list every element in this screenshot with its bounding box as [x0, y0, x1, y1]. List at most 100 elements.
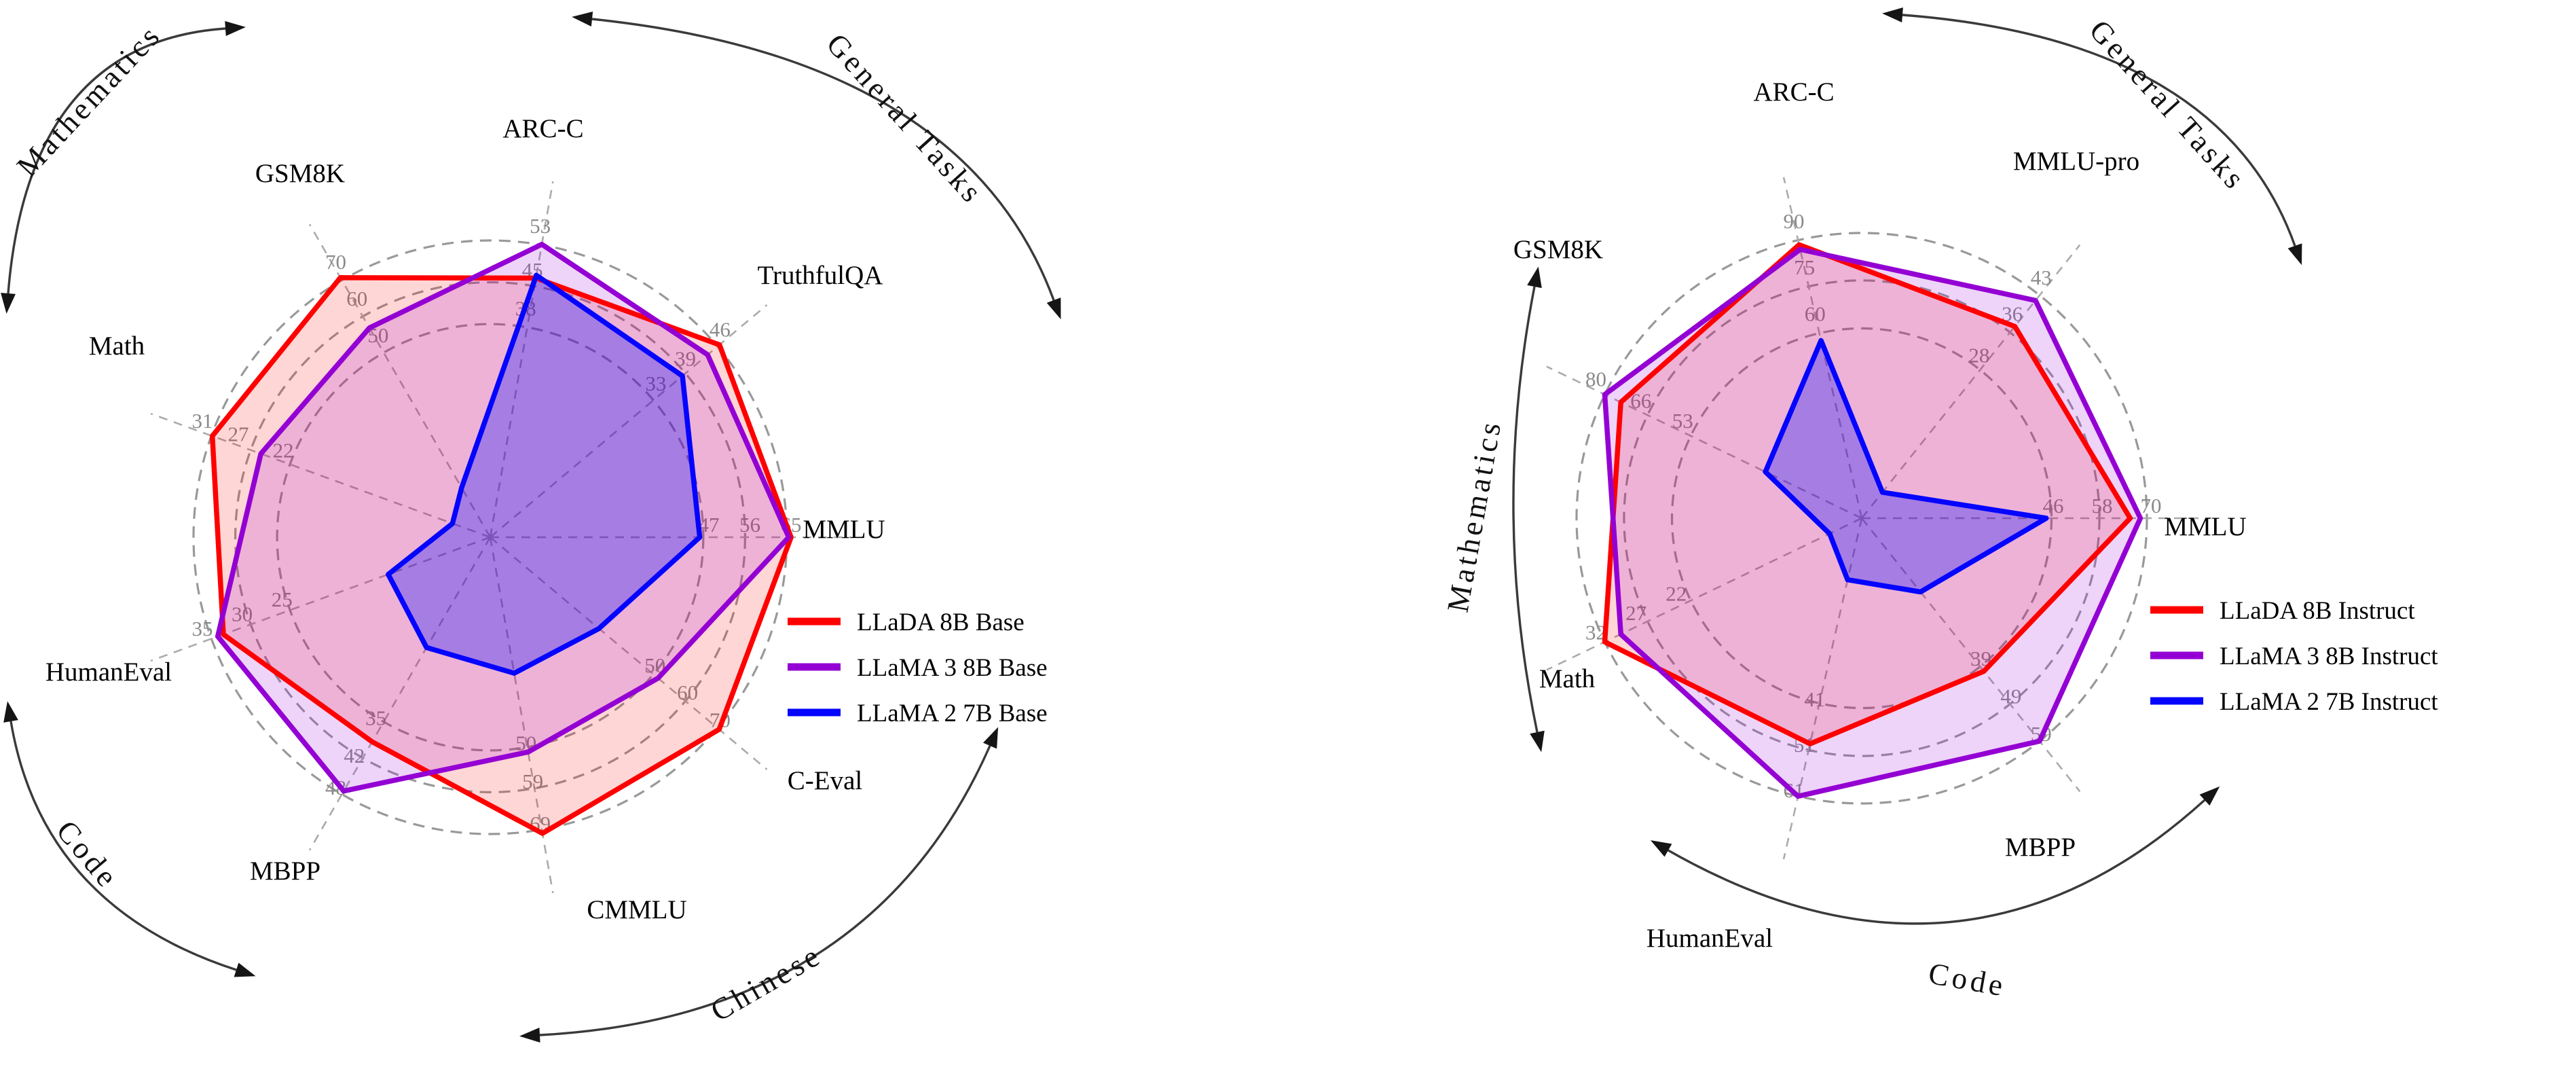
radar-axis-math [1546, 517, 1862, 671]
tick-label-mbpp-35: 35 [365, 706, 386, 730]
axis-label-humaneval: HumanEval [1646, 924, 1773, 953]
legend-item: LLaMA 2 7B Instruct [2150, 688, 2438, 716]
radar-axis-gsm8k [1546, 365, 1862, 520]
annotation-arrowhead-icon [1, 293, 16, 314]
axis-label-mbpp: MBPP [2005, 833, 2076, 862]
axis-label-arc-c: ARC-C [1753, 77, 1834, 107]
tick-label-truthfulqa-33: 33 [645, 372, 666, 395]
radar-axis-math [150, 412, 491, 539]
annotation-arrowhead-icon [1650, 840, 1672, 857]
annotation-arrowhead-icon [1882, 7, 1903, 22]
tick-label-arc-c-75: 75 [1794, 255, 1815, 279]
tick-label-math-27: 27 [227, 422, 249, 446]
annotation-arrowhead-icon [1530, 730, 1545, 753]
series-outline-red [1602, 242, 2133, 746]
tick-label-humaneval-35: 35 [191, 617, 213, 640]
series-fill-blue [1765, 340, 2046, 592]
radar-grid-ring [276, 323, 705, 752]
annotation-arrow-curve [10, 721, 237, 971]
axis-label-math: Math [1539, 664, 1595, 693]
axis-label-arc-c: ARC-C [502, 114, 583, 143]
series-outline-blue [386, 272, 703, 676]
annotation-arrow-curve [1512, 286, 1539, 733]
legend-label: LLaDA 8B Base [857, 609, 1025, 636]
annotation-arrow-curve [1668, 799, 2206, 925]
axis-label-mbpp: MBPP [250, 856, 320, 886]
legend-label: LLaMA 2 7B Instruct [2220, 688, 2438, 716]
series-outline-purple [1602, 247, 2143, 799]
tick-label-gsm8k-70: 70 [325, 250, 346, 274]
annotation-arrowhead-icon [3, 701, 18, 723]
tick-label-gsm8k-80: 80 [1585, 367, 1606, 391]
tick-label-arc-c-53: 53 [530, 214, 551, 238]
tick-label-mmlu-70: 70 [2141, 494, 2162, 518]
tick-label-c-eval-60: 60 [677, 681, 698, 704]
tick-label-humaneval-41: 41 [1804, 687, 1825, 711]
axis-label-gsm8k: GSM8K [1513, 235, 1603, 264]
legend-label: LLaMA 2 7B Base [857, 700, 1048, 727]
radar-axis-humaneval [150, 536, 491, 662]
annotation-arrowhead-icon [225, 21, 246, 36]
axis-label-mmlu: MMLU [2164, 512, 2246, 541]
tick-label-math-31: 31 [191, 409, 213, 433]
annotation-arrowhead-icon [572, 12, 593, 26]
annotation-label-mathematics: Mathematics [10, 18, 168, 183]
tick-label-truthfulqa-46: 46 [710, 318, 731, 342]
axis-label-humaneval: HumanEval [45, 657, 172, 687]
series-fill-red [212, 277, 792, 833]
axis-label-cmmlu: CMMLU [587, 895, 686, 924]
axis-label-mmlu: MMLU [803, 515, 885, 544]
annotation-arrow-curve [539, 745, 991, 1036]
tick-label-mmlu-47: 47 [698, 513, 719, 537]
axis-label-c-eval: C-Eval [788, 766, 863, 795]
annotation-arrowhead-icon [2199, 786, 2220, 806]
tick-label-arc-c-60: 60 [1805, 302, 1826, 325]
tick-label-math-22: 22 [1666, 582, 1687, 606]
legend-item: LLaMA 3 8B Instruct [2150, 643, 2438, 670]
legend-item: LLaDA 8B Instruct [2150, 597, 2415, 625]
series-fill-purple [217, 244, 789, 791]
annotation-arrowhead-icon [1046, 297, 1061, 320]
tick-label-math-22: 22 [273, 439, 294, 463]
annotation-arrowhead-icon [982, 727, 999, 749]
legend-label: LLaDA 8B Instruct [2220, 597, 2415, 625]
axis-label-truthfulqa: TruthfulQA [758, 261, 883, 290]
tick-label-humaneval-25: 25 [272, 587, 293, 611]
radar-axis-arc-c [489, 181, 554, 538]
axis-label-gsm8k: GSM8K [255, 159, 345, 188]
tick-label-arc-c-90: 90 [1784, 209, 1805, 233]
annotation-arrow-curve [7, 27, 226, 294]
annotation-label-mathematics: Mathematics [1441, 417, 1508, 615]
annotation-arrowhead-icon [234, 962, 256, 977]
axis-label-mmlu-pro: MMLU-pro [2013, 147, 2139, 176]
axis-label-math: Math [89, 331, 145, 361]
tick-label-math-27: 27 [1625, 601, 1646, 625]
radar-axis-humaneval [1782, 518, 1863, 860]
tick-label-mmlu-56: 56 [739, 513, 760, 537]
tick-label-gsm8k-53: 53 [1672, 409, 1693, 433]
legend-label: LLaMA 3 8B Instruct [2220, 643, 2438, 670]
tick-label-mmlu-46: 46 [2043, 494, 2064, 518]
tick-label-mmlu-pro-43: 43 [2031, 266, 2052, 289]
annotation-label-code: Code [1926, 956, 2009, 1003]
radar-axis-mbpp [308, 537, 492, 851]
tick-label-cmmlu-59: 59 [522, 770, 543, 793]
legend-item: LLaMA 2 7B Base [788, 700, 1048, 727]
series-fill-blue [388, 275, 700, 674]
tick-label-mbpp-42: 42 [344, 744, 365, 767]
annotation-arrowhead-icon [2287, 243, 2302, 266]
tick-label-humaneval-30: 30 [232, 602, 253, 626]
tick-label-mbpp-49: 49 [2000, 684, 2021, 708]
annotation-arrowhead-icon [1527, 266, 1542, 289]
series-outline-red [209, 275, 794, 836]
legend-item: LLaMA 3 8B Base [788, 654, 1048, 682]
radar-axis-mmlu-pro [1860, 244, 2081, 519]
annotation-label-chinese: Chinese [705, 937, 828, 1028]
radar-axis-mbpp [1860, 518, 2081, 793]
series-fill-purple [1604, 249, 2141, 797]
annotation-arrow-curve [1902, 14, 2296, 247]
